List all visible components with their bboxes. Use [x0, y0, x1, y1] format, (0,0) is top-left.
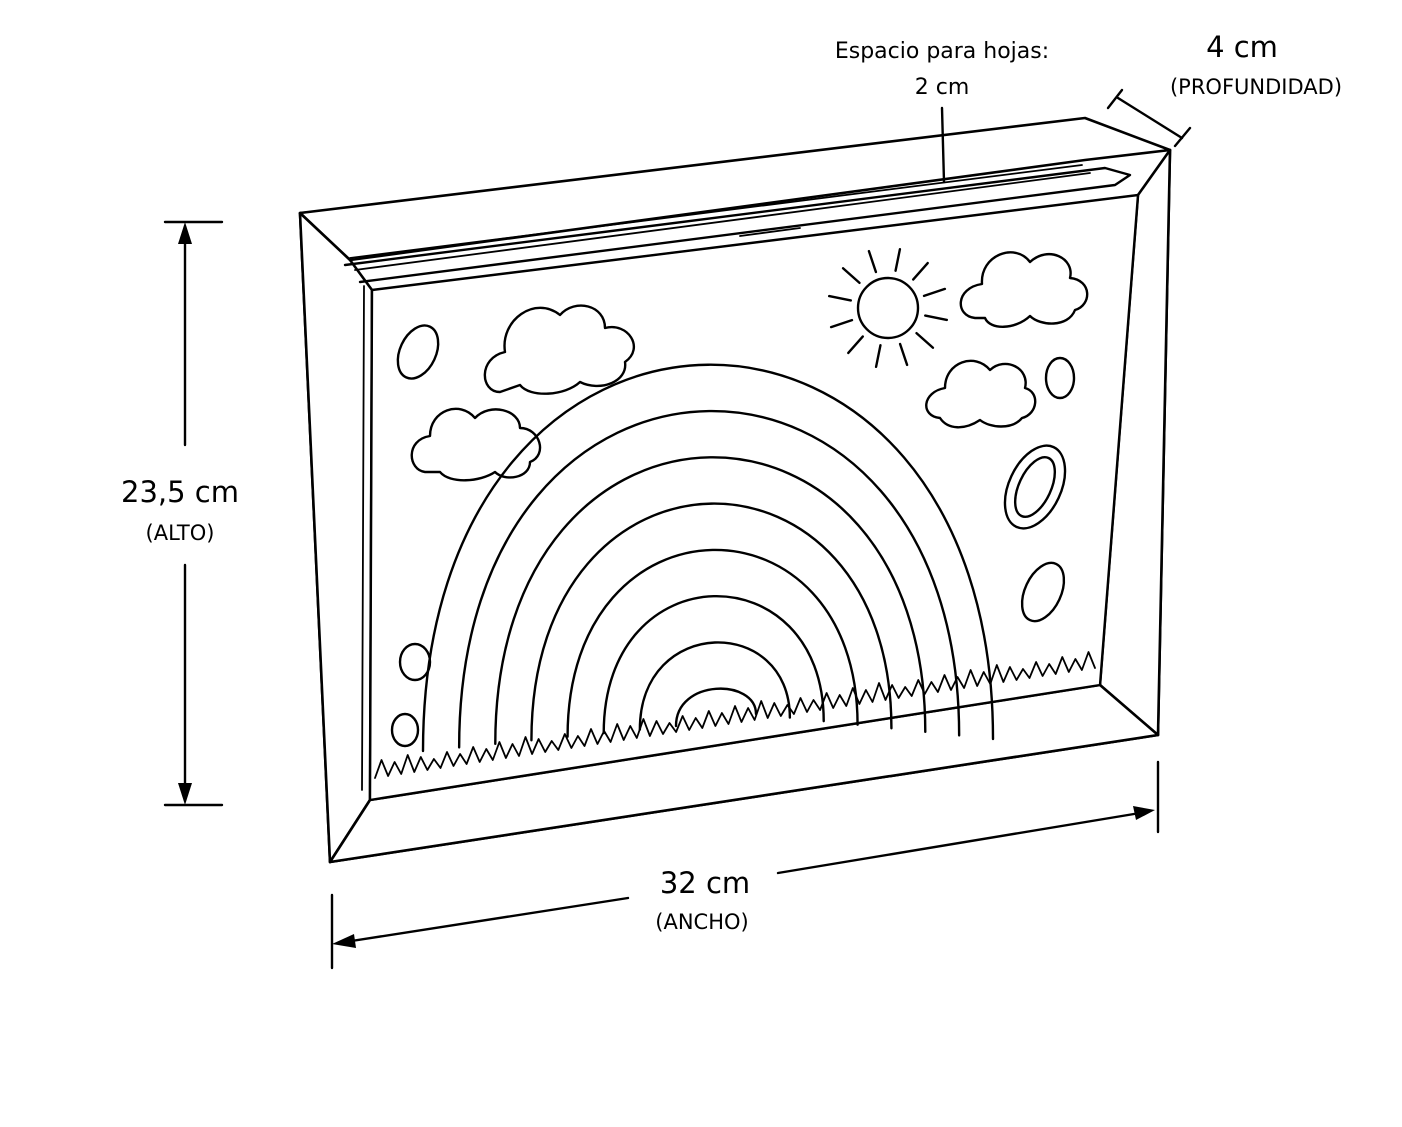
slot-notch [739, 227, 801, 237]
rainbow-band [530, 502, 893, 742]
sun-ray [922, 287, 947, 298]
depth-name: (PROFUNDIDAD) [1170, 75, 1342, 99]
sheet-slot [343, 166, 1132, 284]
sun-ray [894, 247, 902, 272]
sheet-space-dimension: Espacio para hojas: 2 cm [835, 39, 1049, 184]
height-name: (ALTO) [146, 521, 215, 545]
rainbow-band [638, 641, 792, 731]
cloud-top-left [483, 304, 636, 395]
arrow-up-icon [178, 222, 192, 244]
oval-decoration [390, 712, 420, 748]
rainbow-band [674, 687, 758, 728]
arrow-right-icon [1133, 806, 1155, 820]
frame-inner-lip [369, 194, 1139, 801]
sun-ray [829, 318, 854, 329]
rainbow-band [421, 363, 995, 753]
height-dimension: 23,5 cm (ALTO) [121, 220, 239, 807]
oval-decoration [396, 324, 440, 380]
sheet-slot-line [354, 172, 1091, 271]
sun-icon [827, 247, 949, 369]
ring-decoration [1003, 444, 1067, 530]
rainbow-band [494, 456, 927, 746]
sheet-space-title: Espacio para hojas: [835, 39, 1049, 64]
frame-left-bevel [298, 211, 374, 864]
ring-decoration-inner [1013, 456, 1057, 518]
oval-decoration [1020, 561, 1066, 623]
rainbow-band [457, 409, 961, 749]
picture-frame [298, 116, 1172, 864]
width-dimension: 32 cm (ANCHO) [330, 760, 1160, 970]
width-name: (ANCHO) [655, 910, 748, 934]
cloud-mid-right [925, 359, 1037, 429]
sheet-slot-line-2 [349, 164, 1083, 259]
height-value: 23,5 cm [121, 475, 239, 509]
depth-dimension: 4 cm (PROFUNDIDAD) [1106, 30, 1342, 148]
cloud-mid-left [410, 407, 542, 482]
sun-ray [911, 261, 929, 281]
sun-ray [827, 294, 852, 302]
rainbow-band [602, 595, 825, 735]
arrow-down-icon [178, 783, 192, 805]
sun-ray [924, 314, 949, 322]
sun-ray [874, 344, 882, 369]
grass-line [374, 651, 1096, 779]
oval-decoration [398, 642, 432, 682]
arrow-left-icon [332, 934, 356, 948]
frame-inner-lip-2 [361, 285, 365, 791]
width-value: 32 cm [660, 866, 750, 900]
sun-ray [847, 335, 865, 355]
sheet-space-value: 2 cm [915, 75, 970, 100]
rainbow [421, 363, 995, 753]
sun-ray [898, 342, 909, 367]
sun-ray [867, 249, 878, 274]
rainbow-illustration [374, 247, 1096, 779]
depth-value: 4 cm [1206, 30, 1278, 64]
oval-decoration [1044, 356, 1076, 400]
sun-ray [841, 267, 861, 285]
sun-ray [915, 331, 935, 349]
cloud-top-right [959, 251, 1089, 328]
rainbow-band [566, 548, 859, 738]
